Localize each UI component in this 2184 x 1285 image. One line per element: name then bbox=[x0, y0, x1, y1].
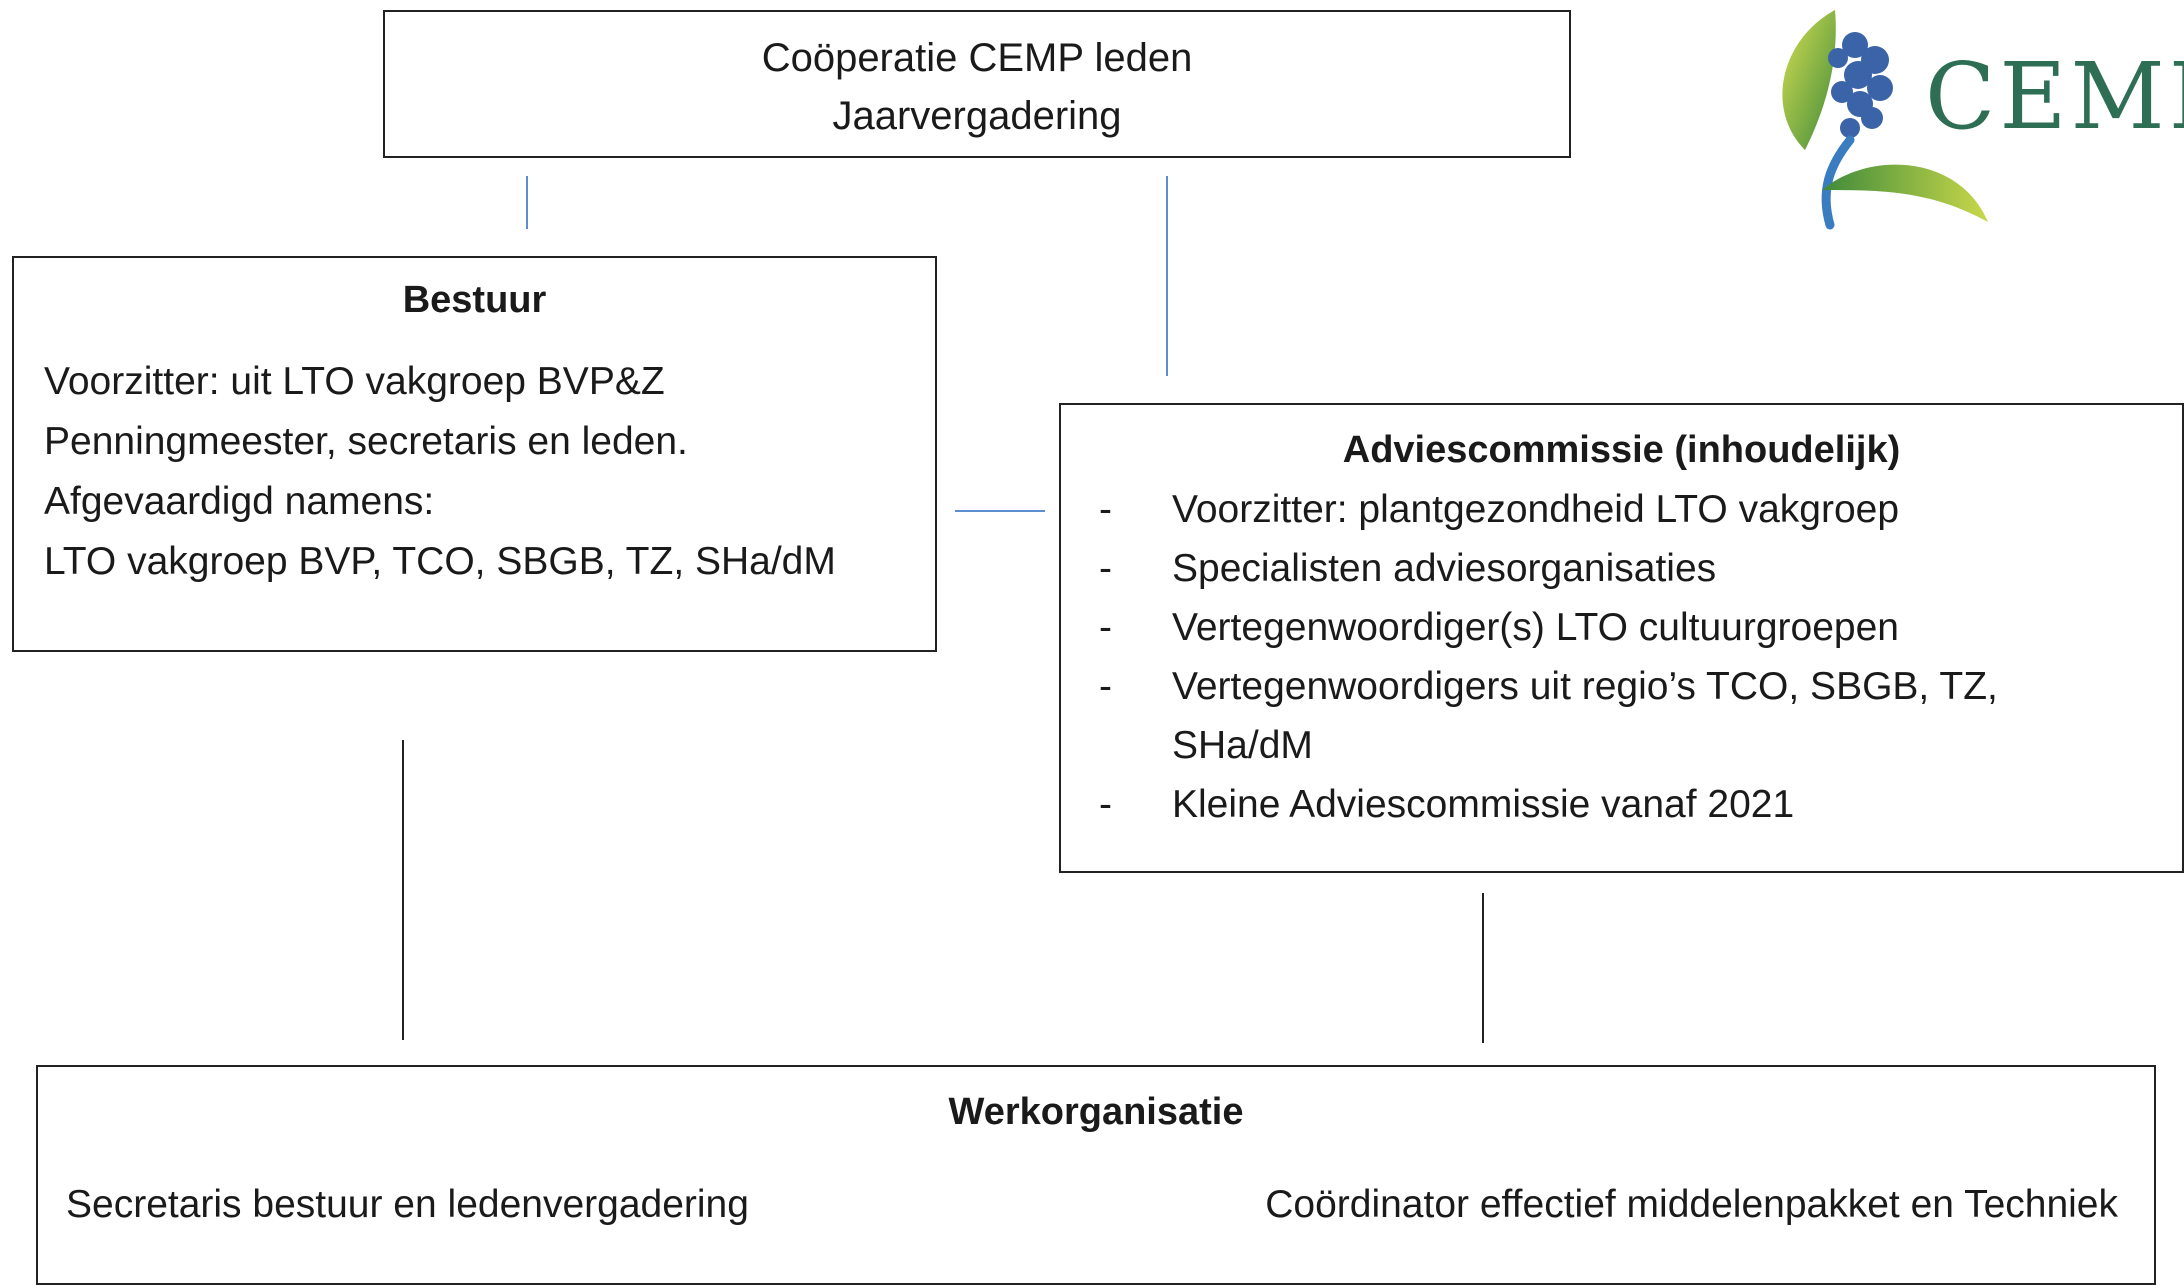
work-item-secretary: Secretaris bestuur en ledenvergadering bbox=[66, 1183, 749, 1226]
advisory-item-text: Vertegenwoordiger(s) LTO cultuurgroepen bbox=[1172, 606, 1899, 649]
work-box: Werkorganisatie Secretaris bestuur en le… bbox=[36, 1065, 2156, 1285]
board-line: LTO vakgroep BVP, TCO, SBGB, TZ, SHa/dM bbox=[44, 540, 836, 583]
connector-board-advisory bbox=[955, 510, 1045, 512]
bullet-dash: - bbox=[1099, 488, 1112, 531]
bullet-dash: - bbox=[1099, 606, 1112, 649]
advisory-list: - Voorzitter: plantgezondheid LTO vakgro… bbox=[1061, 480, 2182, 834]
connector-advisory-work bbox=[1482, 893, 1484, 1043]
advisory-box: Adviescommissie (inhoudelijk) - Voorzitt… bbox=[1059, 403, 2184, 873]
advisory-item: - Kleine Adviescommissie vanaf 2021 bbox=[1061, 775, 2182, 834]
advisory-title: Adviescommissie (inhoudelijk) bbox=[1342, 429, 1901, 471]
board-box: Bestuur Voorzitter: uit LTO vakgroep BVP… bbox=[12, 256, 937, 652]
bullet-dash: - bbox=[1099, 547, 1112, 590]
members-box: Coöperatie CEMP leden Jaarvergadering bbox=[383, 10, 1571, 158]
advisory-item: - Vertegenwoordigers uit regio’s TCO, SB… bbox=[1061, 657, 2182, 716]
members-subtitle: Jaarvergadering bbox=[832, 94, 1122, 138]
advisory-item: - Specialisten adviesorganisaties bbox=[1061, 539, 2182, 598]
work-item-coordinator: Coördinator effectief middelenpakket en … bbox=[1265, 1183, 2118, 1226]
advisory-item-text: Specialisten adviesorganisaties bbox=[1172, 547, 1717, 590]
board-title: Bestuur bbox=[402, 279, 547, 321]
members-title: Coöperatie CEMP leden bbox=[761, 36, 1193, 80]
board-line: Voorzitter: uit LTO vakgroep BVP&Z bbox=[44, 360, 665, 403]
bullet-dash: - bbox=[1099, 783, 1112, 826]
advisory-item-text: Voorzitter: plantgezondheid LTO vakgroep bbox=[1172, 488, 1900, 531]
advisory-item-continuation: SHa/dM bbox=[1061, 716, 2182, 775]
bullet-dash: - bbox=[1099, 665, 1112, 708]
advisory-item: - Voorzitter: plantgezondheid LTO vakgro… bbox=[1061, 480, 2182, 539]
work-title: Werkorganisatie bbox=[948, 1091, 1244, 1133]
cemp-logo-icon bbox=[1782, 10, 1988, 230]
connector-members-board bbox=[526, 176, 528, 229]
connector-members-advisory bbox=[1166, 176, 1168, 376]
cemp-logo-text: CEMP bbox=[1925, 43, 2184, 150]
advisory-item-text: Vertegenwoordigers uit regio’s TCO, SBGB… bbox=[1172, 665, 1998, 708]
advisory-item-text: Kleine Adviescommissie vanaf 2021 bbox=[1172, 783, 1795, 826]
board-line: Penningmeester, secretaris en leden. bbox=[44, 420, 688, 463]
connector-board-work bbox=[402, 740, 404, 1040]
advisory-item: - Vertegenwoordiger(s) LTO cultuurgroepe… bbox=[1061, 598, 2182, 657]
advisory-item-text: SHa/dM bbox=[1172, 724, 1313, 767]
board-line: Afgevaardigd namens: bbox=[44, 480, 435, 523]
